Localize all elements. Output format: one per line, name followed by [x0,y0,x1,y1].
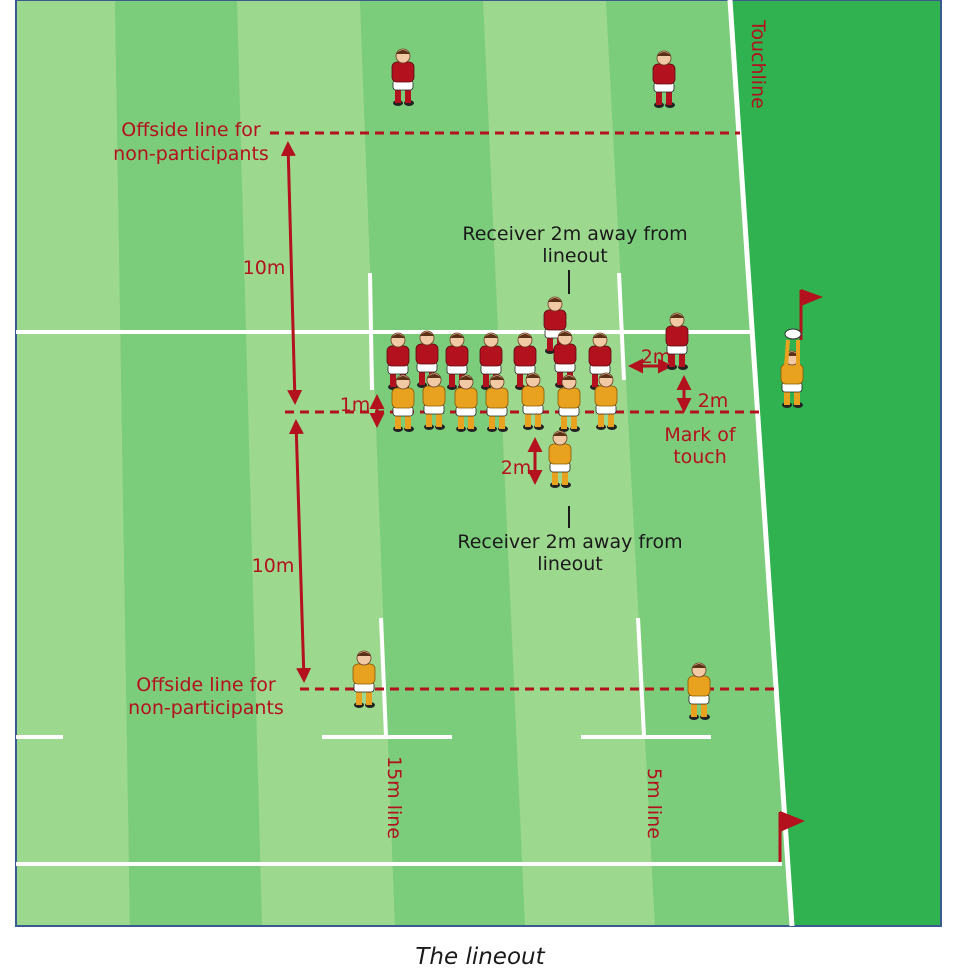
flag-bottom [778,811,805,862]
receiver-bottom-label-line1: Receiver 2m away from [457,531,682,553]
arrow-10m-bottom [288,419,312,683]
gap-2m-side-label: 2m [641,346,672,368]
distance-10m-top-label: 10m [243,257,286,279]
line-15m-label: 15m line [383,756,405,839]
receiver-top-label-line2: lineout [542,245,607,267]
distance-arrows [280,141,692,683]
receiver-bottom-label-line2: lineout [537,553,602,575]
player-yellow-thrower [780,328,804,409]
offside-top-label-line1: Offside line for [121,119,261,141]
offside-bottom-label-line2: non-participants [128,697,284,719]
touchline [727,0,795,927]
gap-2m-mark-label: 2m [698,390,729,412]
field-markings [16,272,782,866]
gap-2m-receiver-label: 2m [501,457,532,479]
receiver-top-label-line1: Receiver 2m away from [462,223,687,245]
offside-top-label-line2: non-participants [113,143,269,165]
flag-top [799,289,823,340]
mark-of-touch-label-line1: Mark of [664,424,737,446]
offside-bottom-label-line1: Offside line for [136,674,276,696]
line-5m-label: 5m line [643,768,665,839]
figure-caption: The lineout [415,944,545,970]
touchline-label: Touchline [747,19,769,109]
arrow-10m-top [280,141,303,405]
diagram-border [15,0,942,927]
mark-of-touch-label-line2: touch [673,446,727,468]
gap-1m-label: 1m [340,394,371,416]
players [352,48,804,721]
distance-10m-bottom-label: 10m [252,555,295,577]
